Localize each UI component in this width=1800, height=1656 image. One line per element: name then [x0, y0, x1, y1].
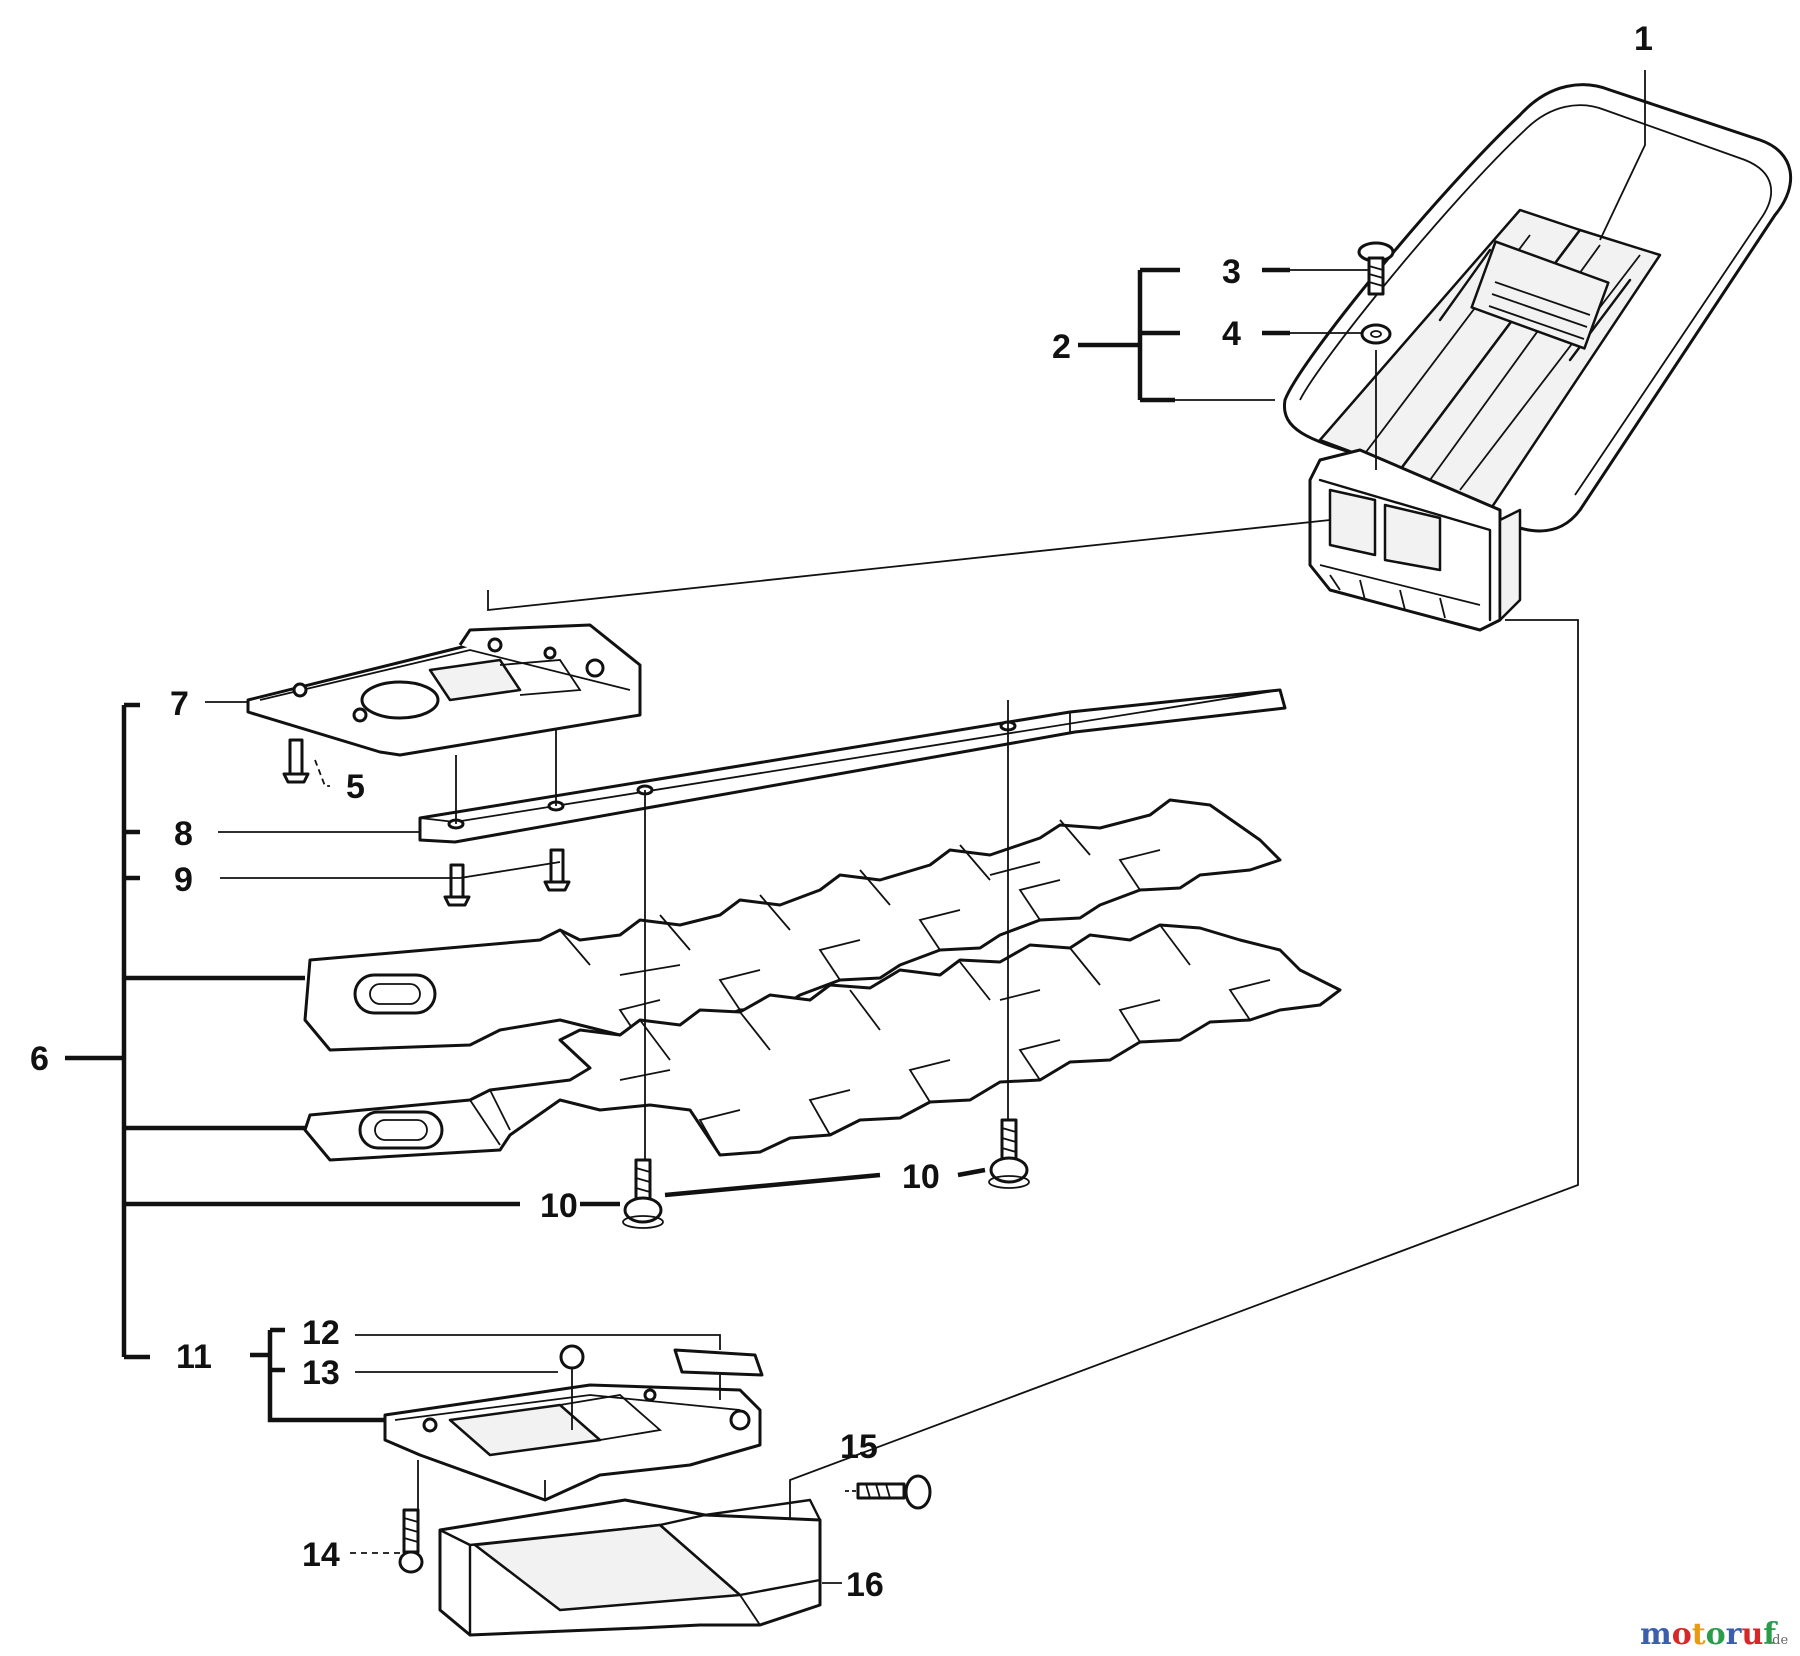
logo-letter: f	[1763, 1617, 1778, 1652]
flat-blade-bar-part	[418, 688, 1287, 844]
callout-3: 3	[1222, 253, 1241, 291]
callout-13: 13	[302, 1354, 340, 1392]
callout-16: 16	[846, 1566, 884, 1604]
callout-7: 7	[170, 685, 189, 723]
screw-10-right-part	[988, 1118, 1030, 1189]
upper-mounting-plate-part	[246, 623, 642, 757]
logo-letter: o	[1706, 1617, 1726, 1652]
callout-4: 4	[1222, 315, 1241, 353]
callout-labels: 1 2 3 4 5 6 7 8 9 10 10 11 12 13 14 15 1…	[30, 20, 1653, 1604]
callout-10-left: 10	[540, 1187, 578, 1225]
screw-5-part	[282, 738, 310, 784]
screw-14-part	[398, 1460, 424, 1574]
logo-letter: r	[1726, 1617, 1743, 1652]
svg-text:motoruf: motoruf	[1640, 1617, 1778, 1652]
pad-12-part	[673, 1348, 764, 1400]
callout-14: 14	[302, 1536, 340, 1574]
callout-15: 15	[840, 1428, 878, 1466]
logo-suffix: .de	[1768, 1633, 1788, 1648]
logo-letter: m	[1640, 1617, 1672, 1652]
callout-6: 6	[30, 1040, 49, 1078]
callout-8: 8	[174, 815, 193, 853]
blade-guard-housing-part	[1282, 83, 1792, 632]
upper-cutting-blade-part	[303, 798, 1282, 1052]
cover-box-16-part	[438, 1498, 822, 1637]
lower-cutting-blade-part	[303, 923, 1342, 1162]
callout-9: 9	[174, 861, 193, 899]
callout-10-right: 10	[902, 1158, 940, 1196]
motoruf-watermark-logo: motoruf .de	[1640, 1617, 1788, 1652]
callout-1: 1	[1634, 20, 1653, 58]
callout-2: 2	[1052, 328, 1071, 366]
callout-leaders	[65, 70, 1646, 1584]
logo-letter: u	[1741, 1617, 1763, 1652]
callout-5: 5	[346, 768, 365, 806]
callout-12: 12	[302, 1314, 340, 1352]
screw-10-left-part	[622, 1158, 664, 1229]
logo-letter: o	[1672, 1617, 1692, 1652]
screw-3-part	[1357, 241, 1395, 296]
ball-13-part	[559, 1344, 585, 1430]
screw-9-left-part	[443, 863, 471, 907]
lower-mounting-plate-part	[383, 1383, 762, 1502]
screw-15-part	[845, 1474, 932, 1510]
nut-4-part	[1360, 323, 1392, 345]
screw-9-right-part	[543, 848, 571, 892]
logo-letter: t	[1692, 1617, 1706, 1652]
callout-11: 11	[176, 1338, 212, 1376]
